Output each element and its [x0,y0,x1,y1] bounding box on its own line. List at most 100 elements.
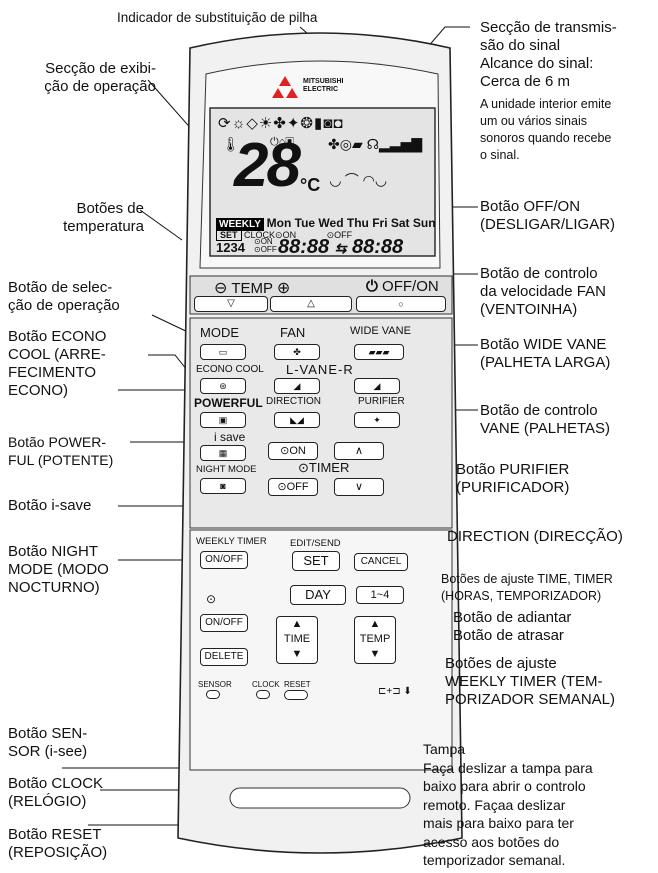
weekly-days-row: WEEKLY Mon Tue Wed Thu Fri Sat Sun [216,216,436,231]
night-line-3: NOCTURNO) [8,579,100,596]
mode-icons-row: ⟳☼◇☀✤✦❂▮◙◘ [218,115,344,132]
transmit-note: A unidade interior emite um ou vários si… [480,96,611,164]
reset-line-1: Botão RESET [8,826,102,843]
time-down-icon: ▼ [291,648,303,660]
lvane-left-button[interactable]: ◢ [274,378,320,394]
temperature-unit: °C [300,175,321,195]
temp-row: ⊖ TEMP ⊕ [214,278,290,298]
edit-send-label: EDIT/SEND [290,538,341,549]
timer-up-button[interactable]: ∧ [334,442,384,460]
remote-control: MITSUBISHI ELECTRIC ⟳☼◇☀✤✦❂▮◙◘ 🌡 28 °C ⏻… [170,18,470,863]
offon-button-label: Botão OFF/ON (DESLIGAR/LIGAR) [480,198,615,234]
sensor-line-1: Botão SEN- [8,725,88,742]
direction-button[interactable]: ◣◢ [274,412,320,428]
set-badge: SET [216,229,242,241]
cover-line-1: Tampa [423,741,466,757]
weekly-temp-label: TEMP [359,633,391,645]
cover-line-4: remoto. Façaa deslizar [423,796,566,813]
mode-button[interactable]: ▭ [200,344,246,360]
opsel-button-label: Botão de selec- ção de operação [8,279,120,315]
off-home-icons: ⏻⌂▣ [270,136,294,148]
temp-down-icon: ▼ [369,648,381,660]
program-select-button[interactable]: 1~4 [356,586,404,604]
day-button[interactable]: DAY [290,585,346,605]
night-mode-label: NIGHT MODE [196,464,257,475]
offon-label-row: ⏻ OFF/ON [366,278,439,295]
vane-line-2: VANE (PALHETAS) [480,420,611,437]
purifier-line-2: (PURIFICADOR) [456,479,570,496]
cancel-button[interactable]: CANCEL [354,553,408,571]
powerful-button-label: Botão POWER- FUL (POTENTE) [8,433,113,469]
timer-down-button[interactable]: ∨ [334,478,384,496]
timer-on-button[interactable]: ⊙ON [268,442,318,460]
reset-button[interactable] [284,690,308,700]
widevane-button-label: Botão WIDE VANE (PALHETA LARGA) [480,336,610,372]
clock-button[interactable] [256,690,270,699]
clock-line-2: (RELÓGIO) [8,793,87,810]
fan-button-label: Botão de controlo da velocidade FAN (VEN… [480,265,606,319]
time-label: TIME [283,633,311,645]
time-display-2: 88:88 [352,236,404,258]
fan-line-2: da velocidade FAN [480,283,606,300]
purifier-button[interactable]: ✦ [354,412,400,428]
fan-label: FAN [280,325,306,340]
offon-label: OFF/ON [382,278,439,295]
temp-up-button[interactable]: △ [270,296,352,312]
powerful-line-2: FUL (POTENTE) [8,452,114,468]
minus-icon: ⊖ [214,280,228,297]
program-numbers: 1234 [216,240,245,255]
adv-buttons-label: Botão de adiantar Botão de atrasar [453,609,571,645]
temp-line-2: temperatura [63,218,144,235]
arrow-icon: ⇆ [334,240,347,256]
timer-label: ⊙TIMER [298,460,350,475]
night-mode-button[interactable]: ◙ [200,478,246,494]
battery-icon: ⊏+⊐ ⬇ [378,686,412,697]
temp-line-1: Botões de [76,200,144,217]
isave-button[interactable]: ▦ [200,445,246,461]
timer-off-button[interactable]: ⊙OFF [268,478,318,496]
on-off-small: ⊙ON ⊙OFF [254,238,277,254]
cover-label: Tampa Faça deslizar a tampa para baixo p… [423,740,593,870]
reset-button-label: Botão RESET (REPOSIÇÃO) [8,826,107,862]
weekly-badge: WEEKLY [216,218,264,231]
weekly-temp-button[interactable]: ▲ TEMP ▼ [354,616,396,664]
night-line-2: MODE (MODO [8,561,109,578]
fan-button[interactable]: ✤ [274,344,320,360]
off-small: ⊙OFF [326,230,353,240]
lvane-r-label: L-VANE-R [286,362,354,377]
delete-button[interactable]: DELETE [200,648,248,666]
display-line-2: ção de operação [44,78,156,95]
display-section-label: Secção de exibi- ção de operação [44,60,156,96]
econo-line-1: Botão ECONO [8,328,107,345]
timer-onoff-button[interactable]: ON/OFF [200,614,248,632]
temp-down-button[interactable]: ▽ [194,296,268,312]
sensor-button-label: Botão SEN- SOR (i-see) [8,725,87,761]
wide-vane-button[interactable]: ▰▰▰ [354,344,404,360]
weekly-line-1: Botões de ajuste [445,655,557,672]
lvane-right-button[interactable]: ◢ [354,378,400,394]
weekly-line-3: PORIZADOR SEMANAL) [445,691,616,708]
econo-cool-button[interactable]: ⊛ [200,378,246,394]
sensor-button[interactable] [206,690,220,699]
offon-button[interactable]: ○ [356,296,446,312]
transmit-line-2: são do sinal [480,37,561,54]
clock-icon: ⊙ [206,592,217,606]
display-line-1: Secção de exibi- [45,60,156,77]
powerful-button[interactable]: ▣ [200,412,246,428]
clock-label: CLOCK [252,680,280,689]
purifier-button-label: Botão PURIFIER (PURIFICADOR) [456,461,569,497]
timeset-line-2: (HORAS, TEMPORIZADOR) [441,589,602,603]
cover-line-5: mais para baixo para ter [423,815,574,831]
off-small-2: ⊙OFF [254,245,277,254]
temperature-display: 28 [234,131,301,200]
clock-line-1: Botão CLOCK [8,775,104,792]
weekly-buttons-label: Botões de ajuste WEEKLY TIMER (TEM- PORI… [445,655,615,709]
cover-line-7: temporizador semanal. [423,852,566,868]
power-icon: ⏻ [366,278,378,295]
widevane-line-1: Botão WIDE VANE [480,336,607,353]
cover-line-6: acesso aos botões do [423,833,560,850]
set-button[interactable]: SET [292,551,340,571]
time-button[interactable]: ▲ TIME ▼ [276,616,318,664]
weekly-onoff-button[interactable]: ON/OFF [200,551,248,569]
direction-callout-label: DIRECTION (DIRECÇÃO) [447,528,623,545]
